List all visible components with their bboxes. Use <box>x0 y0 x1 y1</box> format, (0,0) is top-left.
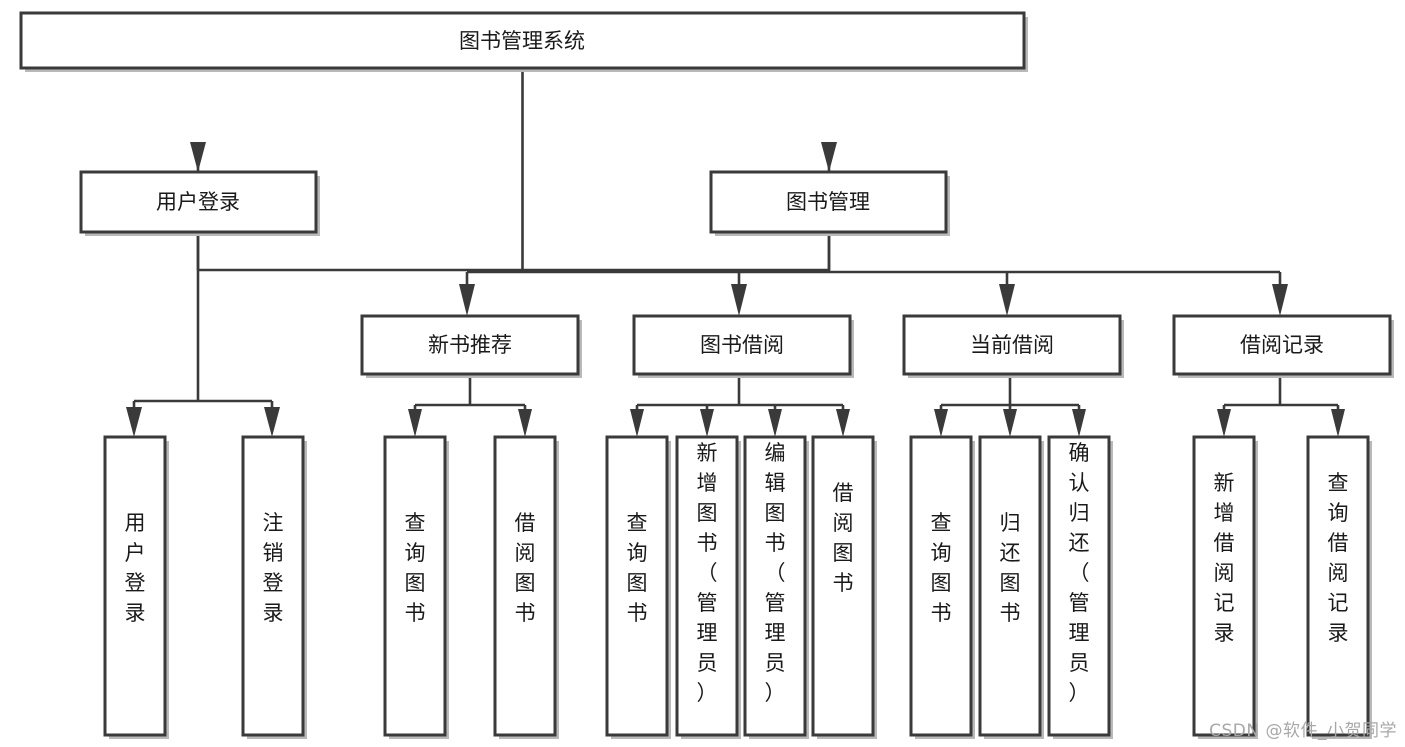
node-leaf-query-record[interactable]: 查询借阅记录 <box>1306 435 1372 739</box>
arrowhead-leaf-logout-login <box>264 407 280 437</box>
arrowhead-nb-leaf1 <box>408 409 422 437</box>
leaf-confirm-return-label: 确认归还（管理员） <box>1069 441 1090 705</box>
leaf-query-book-2-box <box>605 435 669 737</box>
node-leaf-query-book-2[interactable]: 查询图书 <box>605 435 671 739</box>
node-leaf-borrow-book-1[interactable]: 借阅图书 <box>493 435 559 739</box>
leaf-user-login-label: 用户登录 <box>125 511 146 625</box>
arrowhead-leaf-user-login <box>126 407 142 437</box>
arrowhead-user-login <box>190 142 206 172</box>
arrowhead-cb-leaf3 <box>1072 409 1086 437</box>
node-leaf-add-record[interactable]: 新增借阅记录 <box>1192 435 1258 739</box>
leaf-add-record-label: 新增借阅记录 <box>1214 471 1235 645</box>
node-leaf-query-book-3[interactable]: 查询图书 <box>909 435 975 739</box>
leaf-query-book-1-label: 查询图书 <box>405 511 426 625</box>
leaf-borrow-book-1-box <box>493 435 557 737</box>
node-new-book-box <box>360 314 580 376</box>
leaf-borrow-book-1-label: 借阅图书 <box>515 511 536 625</box>
node-book-borrow-label: 图书借阅 <box>700 333 784 357</box>
node-current-borrow-box <box>902 314 1122 376</box>
leaf-borrow-book-2-box <box>811 435 875 737</box>
arrowhead-borrow-record <box>1272 284 1288 316</box>
node-leaf-return-book[interactable]: 归还图书 <box>978 435 1044 739</box>
leaf-confirm-return-box <box>1047 435 1111 737</box>
node-root-box <box>19 11 1026 70</box>
arrowhead-cb-leaf1 <box>934 409 948 437</box>
node-book-manage[interactable]: 图书管理 <box>709 170 950 236</box>
leaf-borrow-book-2-label: 借阅图书 <box>833 481 854 595</box>
node-borrow-record[interactable]: 借阅记录 <box>1172 314 1394 378</box>
arrowhead-bb-leaf4 <box>836 409 850 437</box>
node-book-borrow[interactable]: 图书借阅 <box>632 314 854 378</box>
node-new-book-label: 新书推荐 <box>428 333 512 357</box>
node-book-manage-box <box>709 170 948 234</box>
node-leaf-logout-login[interactable]: 注销登录 <box>241 435 307 739</box>
connector-layer <box>126 68 1345 437</box>
node-new-book-recommend[interactable]: 新书推荐 <box>360 314 582 378</box>
node-root-label: 图书管理系统 <box>459 29 585 53</box>
leaf-query-book-3-box <box>909 435 973 737</box>
arrowhead-bb-leaf3 <box>768 409 782 437</box>
leaf-edit-book-box <box>743 435 807 737</box>
leaf-add-book-box <box>675 435 739 737</box>
node-leaf-query-book-1[interactable]: 查询图书 <box>383 435 449 739</box>
node-user-login[interactable]: 用户登录 <box>79 170 320 236</box>
node-leaf-edit-book[interactable]: 编辑图书（管理员） <box>743 435 809 739</box>
csdn-watermark: CSDN @软件_小贺同学 <box>1209 721 1397 741</box>
arrowhead-current-borrow <box>999 284 1015 316</box>
node-book-borrow-box <box>632 314 852 376</box>
leaf-add-book-label: 新增图书（管理员） <box>697 441 718 705</box>
arrowhead-book-borrow <box>731 284 747 316</box>
node-current-borrow-label: 当前借阅 <box>970 333 1054 357</box>
arrowhead-br-leaf1 <box>1217 409 1231 437</box>
node-user-login-label: 用户登录 <box>156 190 240 214</box>
leaf-query-record-label: 查询借阅记录 <box>1328 471 1349 645</box>
leaf-query-book-1-box <box>383 435 447 737</box>
arrowhead-book-manage <box>821 142 837 172</box>
node-leaf-user-login[interactable]: 用户登录 <box>103 435 169 739</box>
arrowhead-br-leaf2 <box>1331 409 1345 437</box>
leaf-add-record-box <box>1192 435 1256 737</box>
node-borrow-record-box <box>1172 314 1392 376</box>
node-book-manage-label: 图书管理 <box>786 190 870 214</box>
node-leaf-borrow-book-2[interactable]: 借阅图书 <box>811 435 877 739</box>
arrowhead-cb-leaf2 <box>1003 409 1017 437</box>
leaf-edit-book-label: 编辑图书（管理员） <box>765 441 786 705</box>
node-leaf-add-book[interactable]: 新增图书（管理员） <box>675 435 741 739</box>
leaf-logout-login-label: 注销登录 <box>263 511 284 625</box>
node-user-login-box <box>79 170 318 234</box>
leaf-query-book-3-label: 查询图书 <box>931 511 952 625</box>
leaf-logout-login-box <box>241 435 305 737</box>
node-borrow-record-label: 借阅记录 <box>1240 333 1324 357</box>
arrowhead-nb-leaf2 <box>518 409 532 437</box>
leaf-query-record-box <box>1306 435 1370 737</box>
arrowhead-bb-leaf2 <box>700 409 714 437</box>
leaf-user-login-box <box>103 435 167 737</box>
arrowhead-new-book-recommend <box>459 284 475 316</box>
node-root[interactable]: 图书管理系统 <box>19 11 1028 72</box>
leaf-return-book-label: 归还图书 <box>1000 511 1021 625</box>
node-leaf-confirm-return[interactable]: 确认归还（管理员） <box>1047 435 1113 739</box>
arrowhead-bb-leaf1 <box>630 409 644 437</box>
leaf-query-book-2-label: 查询图书 <box>627 511 648 625</box>
node-current-borrow[interactable]: 当前借阅 <box>902 314 1124 378</box>
leaf-return-book-box <box>978 435 1042 737</box>
